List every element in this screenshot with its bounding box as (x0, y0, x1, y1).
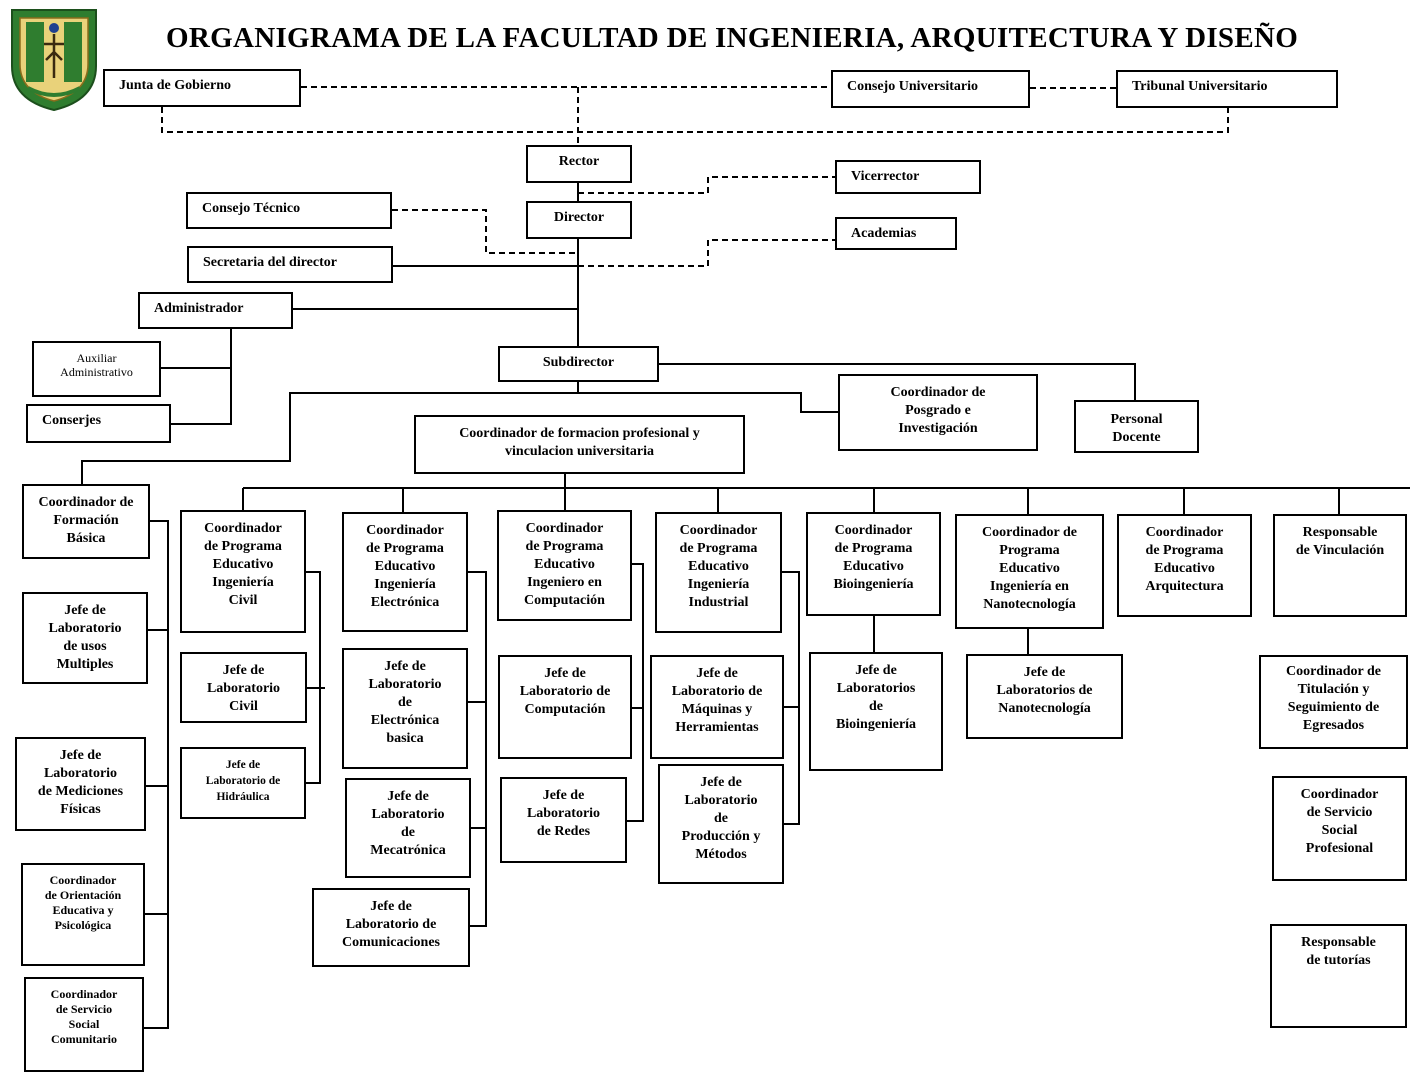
page-title: ORGANIGRAMA DE LA FACULTAD DE INGENIERIA… (166, 22, 1299, 54)
line-computacion-group (627, 563, 644, 822)
node-coordinador-arquitectura: Coordinador de Programa Educativo Arquit… (1117, 514, 1252, 617)
node-coordinador-industrial: Coordinador de Programa Educativo Ingeni… (655, 512, 782, 633)
node-coordinador-posgrado: Coordinador de Posgrado e Investigación (838, 374, 1038, 451)
node-subdirector: Subdirector (498, 346, 659, 382)
node-coordinador-computacion: Coordinador de Programa Educativo Ingeni… (497, 510, 632, 621)
node-coordinador-servicio-comunitario: Coordinador de Servicio Social Comunitar… (24, 977, 144, 1072)
line-electronica-group (468, 571, 487, 927)
dashed-link-consejo-tecnico (392, 209, 578, 254)
node-responsable-tutorias: Responsable de tutorías (1270, 924, 1407, 1028)
drops-coordinators (242, 488, 1340, 514)
node-jefe-lab-hidraulica: Jefe de Laboratorio de Hidráulica (180, 747, 306, 819)
line-formacion-prof-bus (243, 474, 1410, 489)
node-jefe-lab-produccion: Jefe de Laboratorio de Producción y Méto… (658, 764, 784, 884)
node-auxiliar-administrativo: Auxiliar Administrativo (32, 341, 161, 397)
node-jefe-lab-electronica-basica: Jefe de Laboratorio de Electrónica basic… (342, 648, 468, 769)
line-to-posgrado (289, 392, 838, 441)
line-industrial-group (782, 571, 800, 825)
node-coordinador-bioingenieria: Coordinador de Programa Educativo Bioing… (806, 512, 941, 616)
node-jefe-lab-usos-multiples: Jefe de Laboratorio de usos Multiples (22, 592, 148, 684)
node-vicerrector: Vicerrector (835, 160, 981, 194)
node-consejo-universitario: Consejo Universitario (831, 70, 1030, 108)
node-coordinador-nanotecnologia: Coordinador de Programa Educativo Ingeni… (955, 514, 1104, 629)
node-administrador: Administrador (138, 292, 293, 329)
node-jefe-lab-redes: Jefe de Laboratorio de Redes (500, 777, 627, 863)
node-secretaria-del-director: Secretaria del director (187, 246, 393, 283)
dashed-link-academias (578, 239, 835, 267)
university-shield-logo (11, 9, 97, 112)
node-coordinador-orientacion: Coordinador de Orientación Educativa y P… (21, 863, 145, 966)
line-civil-group (306, 571, 325, 784)
line-left-column (144, 520, 169, 1029)
node-consejo-tecnico: Consejo Técnico (186, 192, 392, 229)
node-jefe-lab-comunicaciones: Jefe de Laboratorio de Comunicaciones (312, 888, 470, 967)
node-jefe-lab-computacion: Jefe de Laboratorio de Computación (498, 655, 632, 759)
node-coordinador-servicio-profesional: Coordinador de Servicio Social Profesion… (1272, 776, 1407, 881)
node-coordinador-civil: Coordinador de Programa Educativo Ingeni… (180, 510, 306, 633)
node-jefe-lab-mediciones-fisicas: Jefe de Laboratorio de Mediciones Física… (15, 737, 146, 831)
node-rector: Rector (526, 145, 632, 183)
line-admin-down (171, 329, 232, 425)
node-coordinador-titulacion: Coordinador de Titulación y Seguimiento … (1259, 655, 1408, 749)
node-coordinador-electronica: Coordinador de Programa Educativo Ingeni… (342, 512, 468, 632)
dashed-link-junta-tribunal-loop (161, 107, 1229, 133)
node-director: Director (526, 201, 632, 239)
line-subdirector-personal (659, 363, 1136, 400)
node-junta-de-gobierno: Junta de Gobierno (103, 69, 301, 107)
node-tribunal-universitario: Tribunal Universitario (1116, 70, 1338, 108)
dashed-link-vicerrector (578, 176, 835, 194)
node-conserjes: Conserjes (26, 404, 171, 443)
node-academias: Academias (835, 217, 957, 250)
line-to-formacion-basica (81, 441, 291, 484)
node-jefe-lab-mecatronica: Jefe de Laboratorio de Mecatrónica (345, 778, 471, 878)
node-personal-docente: Personal Docente (1074, 400, 1199, 453)
node-responsable-vinculacion: Responsable de Vinculación (1273, 514, 1407, 617)
node-jefe-lab-nanotecnologia: Jefe de Laboratorios de Nanotecnología (966, 654, 1123, 739)
node-coordinador-formacion-basica: Coordinador de Formación Básica (22, 484, 150, 559)
node-jefe-lab-maquinas: Jefe de Laboratorio de Máquinas y Herram… (650, 655, 784, 759)
node-coordinador-formacion-profesional: Coordinador de formacion profesional y v… (414, 415, 745, 474)
node-jefe-lab-bioingenieria: Jefe de Laboratorios de Bioingeniería (809, 652, 943, 771)
node-jefe-lab-civil: Jefe de Laboratorio Civil (180, 652, 307, 723)
